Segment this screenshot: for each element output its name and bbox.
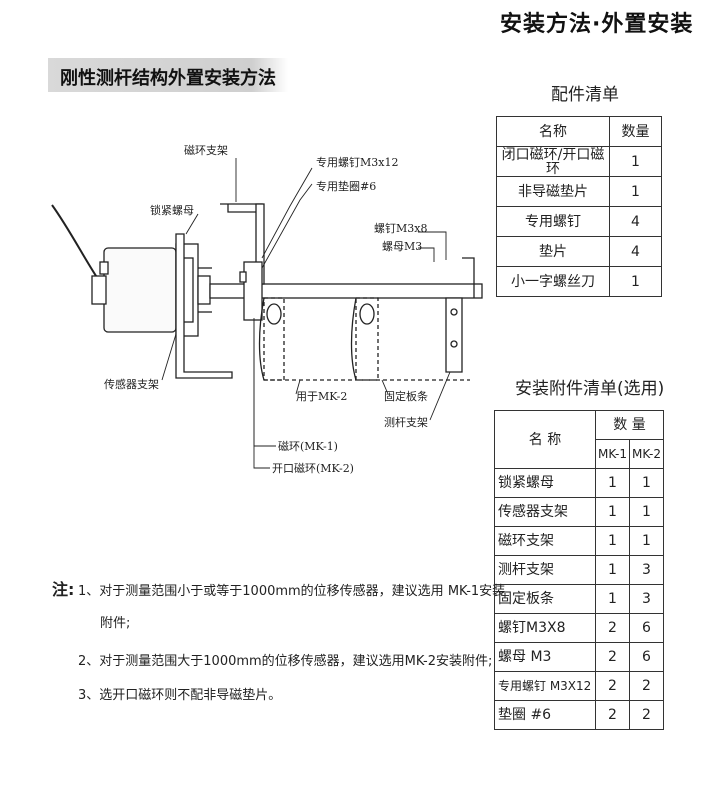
column-header: MK-2 xyxy=(629,439,664,469)
label-magnet-ring: 磁环(MK-1) xyxy=(278,440,338,453)
column-header: 数量 xyxy=(609,116,662,147)
table-cell: 锁紧螺母 xyxy=(494,468,596,498)
sensor-body xyxy=(103,247,177,333)
table-cell: 专用螺钉 xyxy=(496,206,610,237)
table-header-row: MK-1 MK-2 xyxy=(495,439,664,469)
label-ring-bracket: 磁环支架 xyxy=(184,144,228,157)
table-cell: 1 xyxy=(629,497,664,527)
measuring-rod xyxy=(209,283,483,299)
accessory-list-title: 安装附件清单(选用) xyxy=(515,379,665,399)
table-cell: 3 xyxy=(629,584,664,614)
table-cell: 小一字螺丝刀 xyxy=(496,266,610,297)
parts-list-title: 配件清单 xyxy=(551,85,619,105)
column-header: MK-1 xyxy=(595,439,630,469)
table-cell: 1 xyxy=(609,266,662,297)
table-cell: 6 xyxy=(629,613,664,643)
table-cell: 3 xyxy=(629,555,664,585)
table-cell: 专用螺钉 M3X12 xyxy=(494,671,596,701)
table-cell: 垫圈 #6 xyxy=(494,700,596,730)
note-3: 3、选开口磁环则不配非导磁垫片。 xyxy=(78,688,282,703)
label-for-mk2: 用于MK-2 xyxy=(296,390,347,403)
label-open-ring: 开口磁环(MK-2) xyxy=(272,462,354,475)
table-header-row: 名 称 数 量 xyxy=(494,410,664,469)
column-header: 数 量 xyxy=(595,410,664,440)
column-header: 名称 xyxy=(496,116,610,147)
table-cell: 4 xyxy=(609,236,662,267)
label-lock-nut: 锁紧螺母 xyxy=(150,203,194,217)
table-cell: 固定板条 xyxy=(494,584,596,614)
note-1: 1、对于测量范围小于或等于1000mm的位移传感器，建议选用 MK-1安装 xyxy=(78,584,506,599)
label-nut-m3: 螺母M3 xyxy=(382,240,422,253)
table-cell: 6 xyxy=(629,642,664,672)
table-cell: 传感器支架 xyxy=(494,497,596,527)
table-cell: 测杆支架 xyxy=(494,555,596,585)
magnet-ring xyxy=(243,261,263,321)
note-2: 2、对于测量范围大于1000mm的位移传感器，建议选用MK-2安装附件; xyxy=(78,654,493,669)
installation-diagram: 磁环支架 锁紧螺母 专用螺钉M3x12 专用垫圈#6 螺钉M3x8 螺母M3 传… xyxy=(51,144,483,475)
table-cell: 1 xyxy=(595,555,630,585)
sensor-cable xyxy=(51,204,101,283)
table-cell: 2 xyxy=(595,700,630,730)
label-rod-bracket: 测杆支架 xyxy=(384,415,428,429)
table-cell: 非导磁垫片 xyxy=(496,176,610,207)
table-cell: 1 xyxy=(595,526,630,556)
table-cell: 磁环支架 xyxy=(494,526,596,556)
table-cell: 2 xyxy=(629,671,664,701)
notes-label: 注: xyxy=(52,580,75,599)
label-sensor-bracket: 传感器支架 xyxy=(104,378,159,391)
section-title: 刚性测杆结构外置安装方法 xyxy=(60,68,276,89)
table-cell: 1 xyxy=(629,468,664,498)
table-cell: 1 xyxy=(595,584,630,614)
label-fixing-plate: 固定板条 xyxy=(384,389,428,403)
note-1-continued: 附件; xyxy=(100,616,131,631)
page-title: 安装方法·外置安装 xyxy=(500,12,694,37)
label-screw-m3x8: 螺钉M3x8 xyxy=(374,222,427,235)
table-cell: 1 xyxy=(609,146,662,177)
table-cell: 闭口磁环/开口磁环 xyxy=(496,146,610,177)
label-special-washer: 专用垫圈#6 xyxy=(316,179,376,193)
table-cell: 2 xyxy=(595,671,630,701)
table-cell: 垫片 xyxy=(496,236,610,267)
table-cell: 4 xyxy=(609,206,662,237)
table-cell: 1 xyxy=(595,497,630,527)
section-banner xyxy=(48,58,288,92)
rod-bracket xyxy=(445,297,463,373)
table-cell: 螺钉M3X8 xyxy=(494,613,596,643)
table-header-row: 名称 数量 xyxy=(496,116,662,147)
table-cell: 1 xyxy=(595,468,630,498)
table-cell: 1 xyxy=(609,176,662,207)
table-cell: 2 xyxy=(595,642,630,672)
table-cell: 2 xyxy=(595,613,630,643)
table-cell: 2 xyxy=(629,700,664,730)
table-cell: 螺母 M3 xyxy=(494,642,596,672)
sensor-bracket xyxy=(175,233,233,379)
column-header: 名 称 xyxy=(494,410,596,469)
sensor-connector xyxy=(91,275,107,305)
label-special-screw: 专用螺钉M3x12 xyxy=(316,155,398,169)
table-cell: 1 xyxy=(629,526,664,556)
